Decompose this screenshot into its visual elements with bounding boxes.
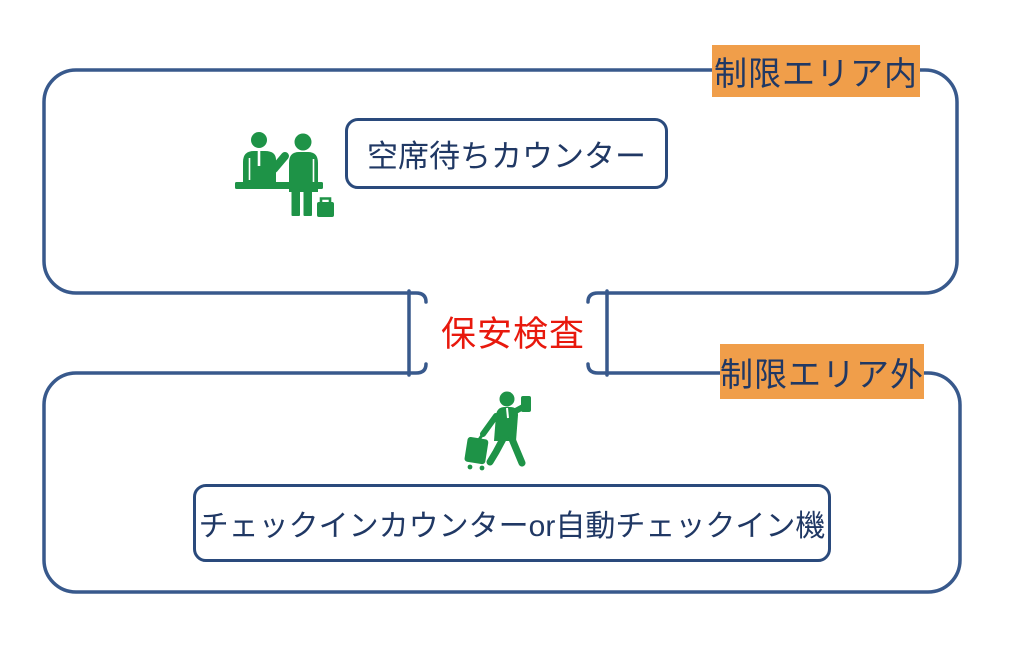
checkin-counter-box: チェックインカウンターor自動チェックイン機 [193,484,831,562]
security-check-label: 保安検査 [440,314,585,354]
unrestricted-zone-border [42,362,962,594]
check-in-counter-staff-icon [235,132,334,217]
standby-counter-box: 空席待ちカウンター [345,118,668,189]
traveler-with-suitcase-icon [464,391,531,471]
restricted-area-tag: 制限エリア内 [712,45,920,97]
restricted-zone-border [42,68,959,304]
unrestricted-area-tag: 制限エリア外 [720,344,924,399]
